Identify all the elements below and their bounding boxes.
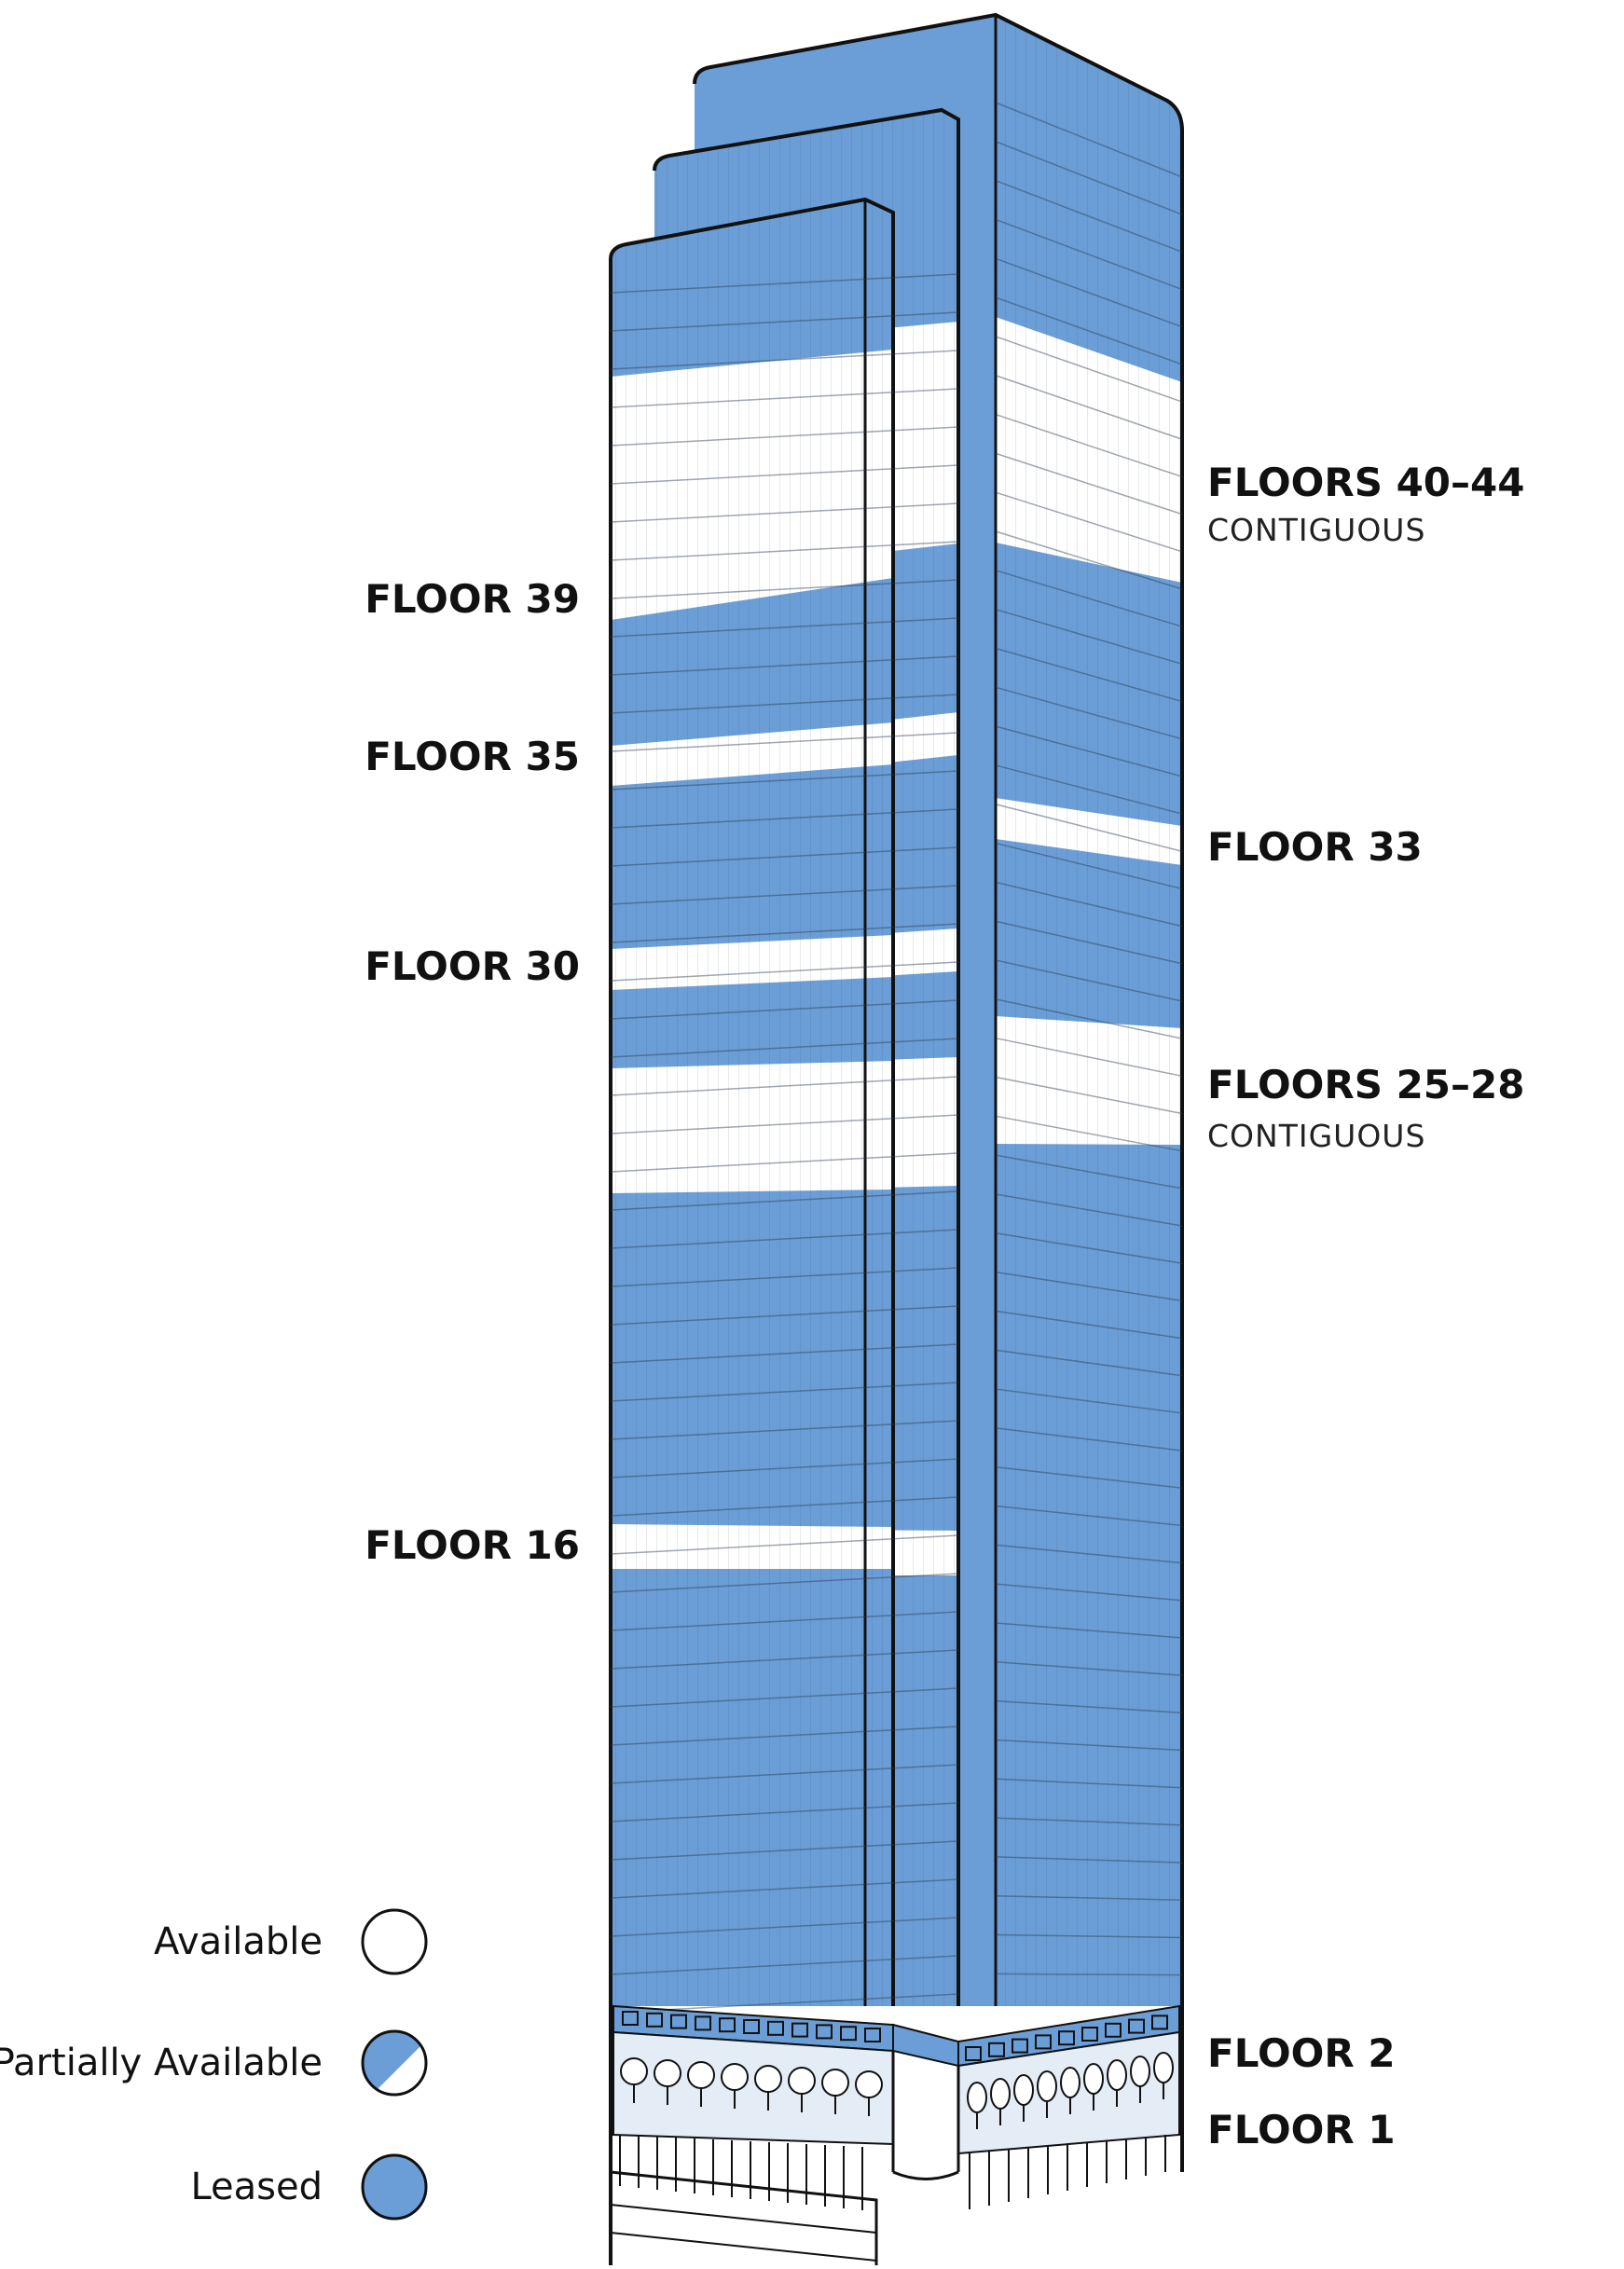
partially-available-swatch-icon [361,2029,428,2097]
label-floor-2: FLOOR 2 [1207,2030,1396,2076]
label-floors-25-28: FLOORS 25–28 [1207,1062,1525,1107]
label-floor-16: FLOOR 16 [365,1522,580,1568]
legend-item-leased: Leased [190,2152,429,2221]
label-floor-33: FLOOR 33 [1207,824,1423,870]
available-swatch-icon [361,1908,428,1975]
label-floors-25-28-contiguous: CONTIGUOUS [1207,1118,1426,1154]
tower-base [609,2004,1184,2265]
label-floors-40-44: FLOORS 40–44 [1207,460,1525,505]
label-floor-30: FLOOR 30 [365,943,580,989]
floor-lines [610,102,1183,2014]
leased-swatch-icon [361,2153,428,2221]
legend-label-available: Available [153,1920,323,1963]
label-floors-40-44-contiguous: CONTIGUOUS [1207,512,1426,548]
legend-item-partially-available: Partially Available [0,2028,429,2097]
label-floor-1: FLOOR 1 [1207,2107,1396,2152]
legend-label-leased: Leased [190,2166,323,2208]
legend-item-available: Available [154,1907,429,1976]
legend-label-partial: Partially Available [0,2042,323,2084]
label-floor-35: FLOOR 35 [365,734,580,779]
tower-front-block [609,197,895,2006]
label-floor-39: FLOOR 39 [365,576,580,622]
